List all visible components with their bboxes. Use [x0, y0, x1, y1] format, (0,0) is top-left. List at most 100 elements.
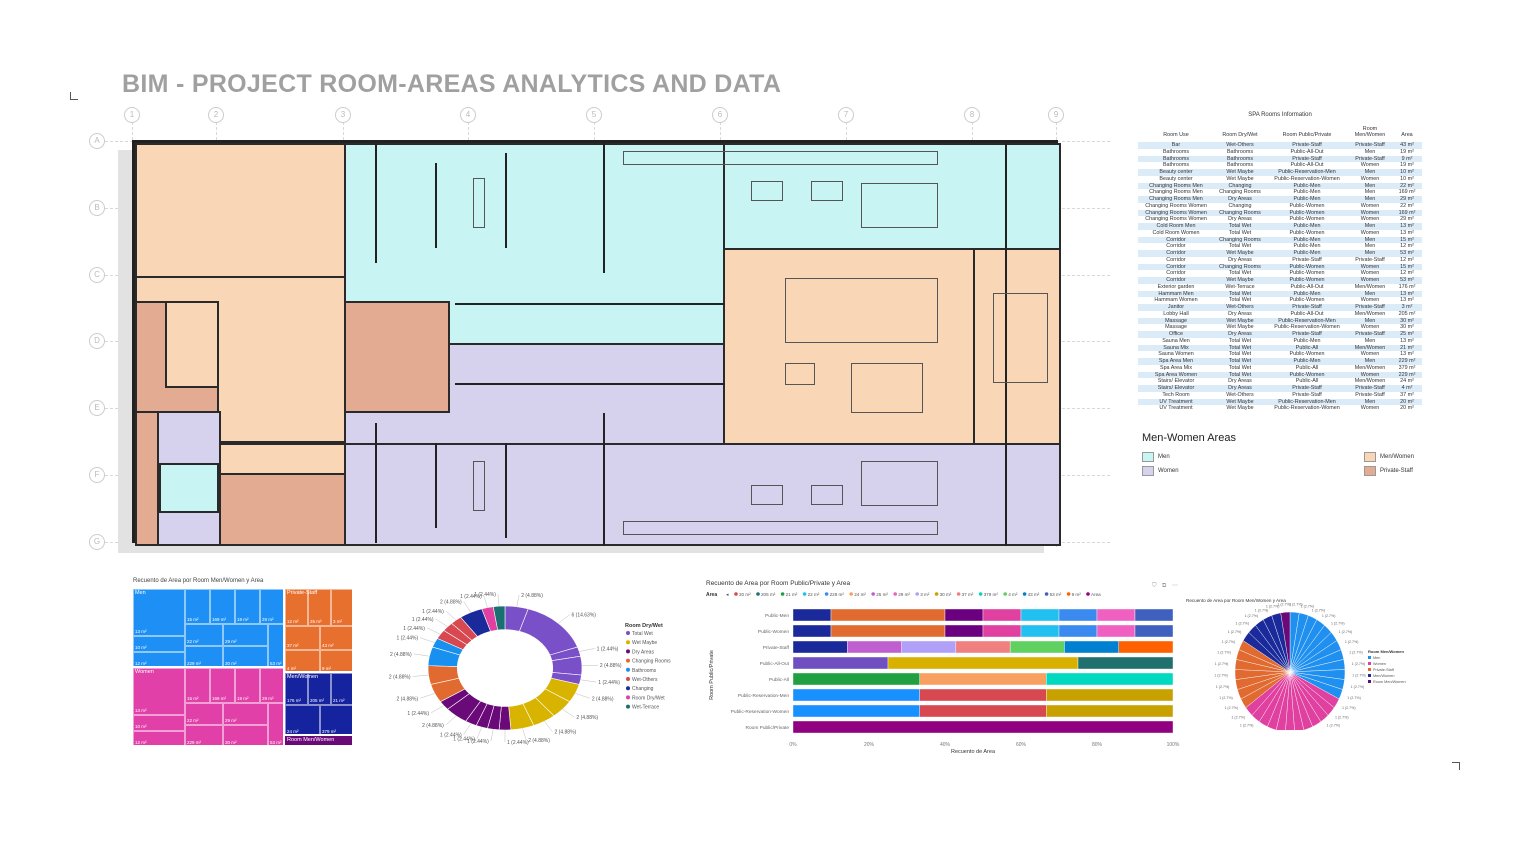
bar-segment[interactable]: [1064, 640, 1119, 654]
treemap-cell[interactable]: 229 m²: [185, 646, 223, 668]
bar-legend-label[interactable]: 20 m²: [739, 592, 751, 597]
bar-segment[interactable]: [887, 656, 1079, 670]
pie-legend-label[interactable]: Private-Staff: [1373, 668, 1395, 672]
pie-slice[interactable]: [1285, 671, 1295, 730]
treemap-cell[interactable]: 22 m²: [185, 703, 223, 725]
bar-segment[interactable]: [919, 704, 1047, 718]
focus-mode-icon[interactable]: ⧉: [1162, 583, 1167, 589]
bar-legend-label[interactable]: 43 m²: [1028, 592, 1040, 597]
treemap-cell[interactable]: 12 m²: [285, 589, 308, 626]
bar-segment[interactable]: [944, 624, 984, 638]
bar-segment[interactable]: [792, 720, 1174, 734]
treemap-cell[interactable]: 10 m²: [133, 715, 185, 731]
bar-segment[interactable]: [1046, 688, 1174, 702]
donut-legend-label[interactable]: Dry Areas: [632, 649, 654, 655]
bar-segment[interactable]: [792, 672, 920, 686]
pie-legend-label[interactable]: Room Men/Women: [1373, 680, 1406, 684]
bar-segment[interactable]: [830, 624, 946, 638]
bar-legend-label[interactable]: Area: [1091, 592, 1101, 597]
stacked-bar-chart[interactable]: Recuento de Area por Room Public/Private…: [700, 575, 1185, 760]
legend-scroll-left-icon[interactable]: ◂: [726, 592, 729, 598]
treemap-cell[interactable]: 10 m²: [133, 636, 185, 652]
treemap-cell[interactable]: 29 m²: [223, 624, 268, 646]
filter-icon[interactable]: ⛉: [1152, 582, 1157, 589]
bar-segment[interactable]: [919, 672, 1047, 686]
bar-legend-label[interactable]: 53 m²: [1050, 592, 1062, 597]
bar-segment[interactable]: [792, 624, 832, 638]
treemap-cell[interactable]: 29 m²: [223, 703, 268, 725]
treemap-cell[interactable]: 169 m²: [210, 668, 235, 703]
bar-segment[interactable]: [792, 704, 920, 718]
bar-segment[interactable]: [847, 640, 902, 654]
donut-legend-label[interactable]: Wet-Terrace: [632, 705, 659, 711]
bar-segment[interactable]: [982, 624, 1022, 638]
more-options-icon[interactable]: ⋯: [1172, 583, 1178, 589]
treemap-cell[interactable]: 12 m²: [133, 652, 185, 668]
bar-segment[interactable]: [1046, 672, 1174, 686]
treemap-cell[interactable]: 4 m²: [285, 650, 320, 673]
pie-slice[interactable]: [1289, 671, 1313, 730]
bar-segment[interactable]: [901, 640, 957, 654]
donut-legend-label[interactable]: Room Dry/Wet: [632, 695, 665, 701]
donut-slice[interactable]: [519, 608, 578, 656]
treemap-cell[interactable]: 205 m²: [308, 673, 331, 705]
treemap-cell[interactable]: 15 m²: [185, 589, 210, 624]
treemap-cell[interactable]: 30 m²: [223, 725, 268, 747]
bar-legend-label[interactable]: 379 m²: [984, 592, 999, 597]
bar-segment[interactable]: [792, 656, 889, 670]
treemap-cell[interactable]: 19 m²: [235, 668, 260, 703]
treemap-cell[interactable]: 37 m²: [285, 626, 320, 650]
treemap-cell[interactable]: 19 m²: [235, 589, 260, 624]
bar-segment[interactable]: [1134, 608, 1174, 622]
treemap-cell[interactable]: 24 m²: [285, 705, 320, 736]
treemap-cell[interactable]: 229 m²: [185, 725, 223, 747]
bar-legend-label[interactable]: 21 m²: [786, 592, 798, 597]
treemap-cell[interactable]: 30 m²: [223, 646, 268, 668]
pie-chart[interactable]: Recuento de Area por Room Men/Women y Ar…: [1180, 590, 1430, 730]
treemap-cell[interactable]: 53 m²: [268, 624, 285, 668]
donut-legend-label[interactable]: Changing Rooms: [632, 659, 671, 665]
bar-legend-label[interactable]: 3 m²: [920, 592, 930, 597]
treemap-cell[interactable]: 29 m²: [260, 589, 285, 624]
bar-legend-label[interactable]: 25 m²: [876, 592, 888, 597]
bar-segment[interactable]: [982, 608, 1022, 622]
donut-slice[interactable]: [492, 605, 506, 631]
treemap-cell[interactable]: 25 m²: [308, 589, 331, 626]
donut-chart[interactable]: 2 (4.88%)6 (14.63%)1 (2.44%)2 (4.88%)1 (…: [385, 590, 685, 750]
pie-legend-label[interactable]: Men/Women: [1373, 674, 1394, 678]
bar-segment[interactable]: [1058, 624, 1098, 638]
bar-segment[interactable]: [830, 608, 946, 622]
donut-legend-label[interactable]: Changing: [632, 686, 654, 692]
treemap-cell[interactable]: 12 m²: [133, 731, 185, 747]
treemap-cell[interactable]: 169 m²: [210, 589, 235, 624]
treemap-cell[interactable]: 53 m²: [268, 703, 285, 747]
treemap-cell[interactable]: 13 m²: [133, 668, 185, 715]
bar-legend-label[interactable]: 37 m²: [962, 592, 974, 597]
bar-legend-label[interactable]: 30 m²: [940, 592, 952, 597]
bar-segment[interactable]: [1009, 640, 1065, 654]
bar-segment[interactable]: [1046, 704, 1174, 718]
bar-segment[interactable]: [955, 640, 1011, 654]
donut-legend-label[interactable]: Bathrooms: [632, 668, 657, 674]
bar-segment[interactable]: [1096, 624, 1136, 638]
pie-legend-label[interactable]: Women: [1373, 662, 1386, 666]
treemap-cell[interactable]: 29 m²: [260, 668, 285, 703]
treemap-cell[interactable]: 9 m²: [320, 650, 354, 673]
bar-segment[interactable]: [1077, 656, 1174, 670]
donut-legend-label[interactable]: Total Wet: [632, 631, 653, 637]
bar-segment[interactable]: [1020, 624, 1060, 638]
bar-segment[interactable]: [792, 640, 848, 654]
donut-legend-label[interactable]: Wet Maybe: [632, 640, 657, 646]
bar-legend-label[interactable]: 29 m²: [898, 592, 910, 597]
bar-segment[interactable]: [1020, 608, 1060, 622]
bar-segment[interactable]: [1118, 640, 1174, 654]
donut-legend-label[interactable]: Wet-Others: [632, 677, 658, 683]
bar-legend-label[interactable]: 205 m²: [761, 592, 776, 597]
treemap-cell[interactable]: 22 m²: [185, 624, 223, 646]
bar-legend-label[interactable]: 22 m²: [808, 592, 820, 597]
bar-legend-label[interactable]: 24 m²: [854, 592, 866, 597]
